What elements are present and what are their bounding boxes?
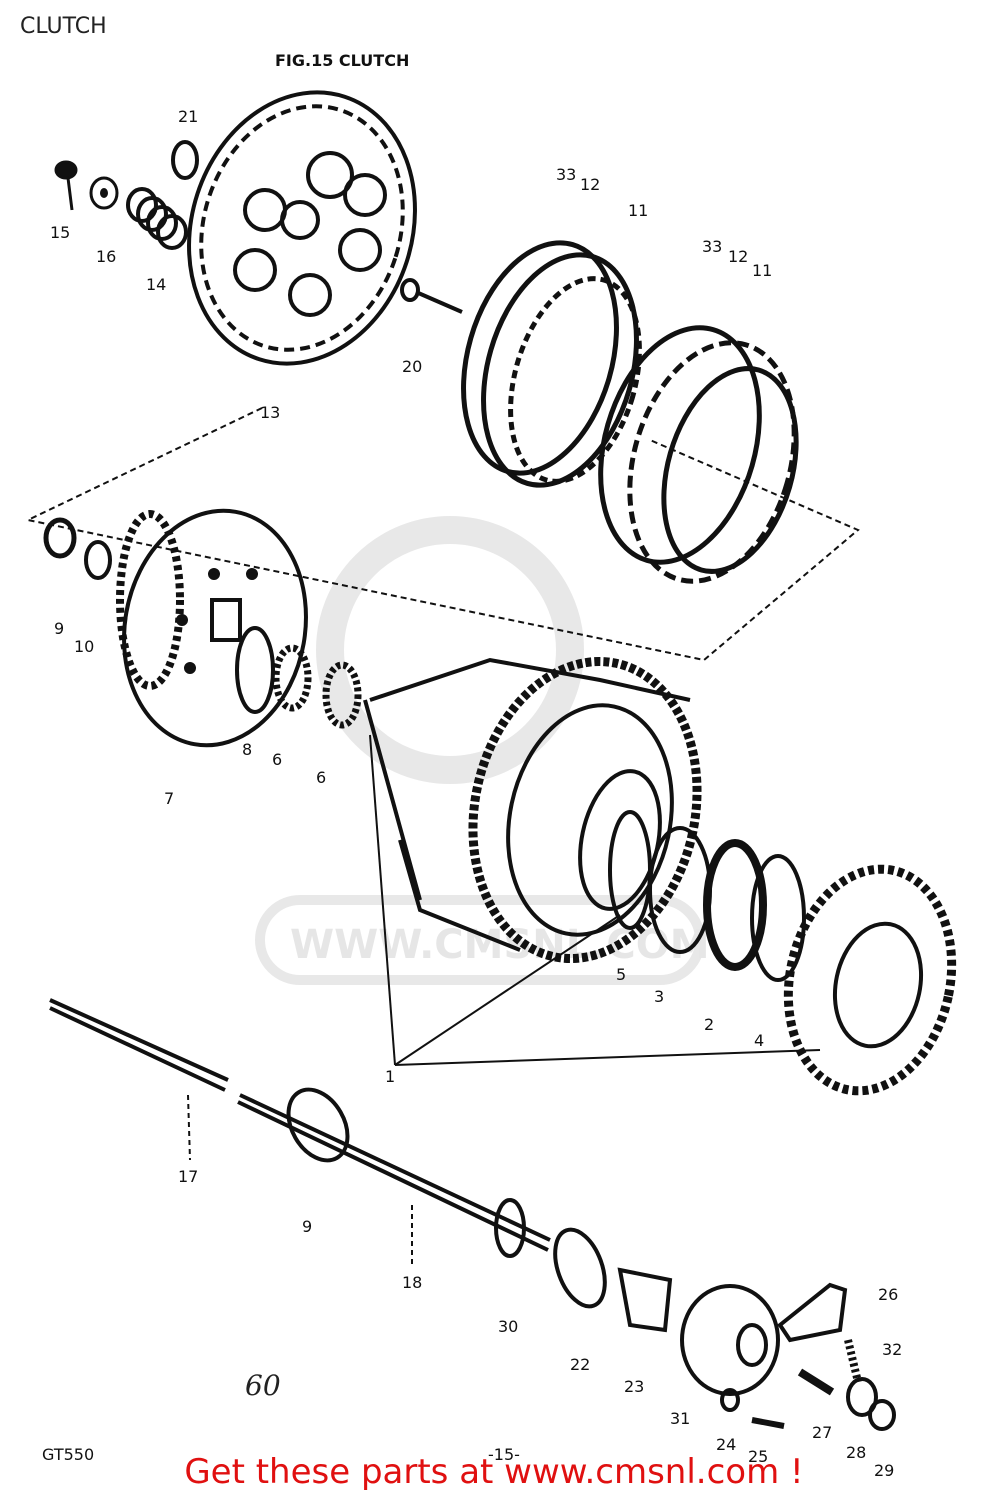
spring-14	[126, 187, 188, 250]
part-label: 20	[402, 357, 422, 376]
part-label: 3	[654, 987, 664, 1006]
clutch-plates-11-12-33	[461, 240, 799, 584]
pushrod-17	[49, 998, 229, 1092]
part-label: 4	[754, 1031, 764, 1050]
rings-5-3-2-4	[608, 810, 806, 982]
part-label: 1	[385, 1067, 395, 1086]
nut-9	[43, 517, 77, 559]
needle-bearings-6	[272, 644, 362, 729]
part-label: 26	[878, 1285, 898, 1304]
washer-10	[84, 540, 112, 580]
part-label: 14	[146, 275, 166, 294]
part-label: 18	[402, 1273, 422, 1292]
watermark-logo: WWW.CMSNL.COM	[255, 516, 710, 985]
part-label: 11	[752, 261, 772, 280]
part-label: 9	[54, 619, 64, 638]
part-label: 11	[628, 201, 648, 220]
part-label: 33	[702, 237, 722, 256]
part-label: 33	[556, 165, 576, 184]
model-code: GT550	[42, 1445, 94, 1464]
part-label: 32	[882, 1340, 902, 1359]
part-label: 10	[74, 637, 94, 656]
part-label: 12	[580, 175, 600, 194]
part-label: 21	[178, 107, 198, 126]
watermark-text: WWW.CMSNL.COM	[290, 922, 710, 968]
part-label: 30	[498, 1317, 518, 1336]
part-label: 12	[728, 247, 748, 266]
parts-link-banner[interactable]: Get these parts at www.cmsnl.com !	[184, 1452, 804, 1492]
part-labels: 21 15 16 14 13 20 33 12 11 33 12 11 9 10…	[50, 107, 902, 1480]
part-label: 31	[670, 1409, 690, 1428]
primary-driven-gear-7	[116, 508, 308, 748]
part-label: 29	[874, 1461, 894, 1480]
part-label: 27	[812, 1423, 832, 1442]
page-number: -15-	[488, 1445, 520, 1464]
part-label: 9	[302, 1217, 312, 1236]
part-label: 17	[178, 1167, 198, 1186]
nut-21	[171, 140, 199, 180]
part-label: 2	[704, 1015, 714, 1034]
part-label: 28	[846, 1443, 866, 1462]
part-label: 13	[260, 403, 280, 422]
part-label: 22	[570, 1355, 590, 1374]
part-label: 16	[96, 247, 116, 266]
page-title: CLUTCH	[20, 14, 107, 39]
part-label: 15	[50, 223, 70, 242]
handwritten-note: 60	[245, 1369, 281, 1402]
pushrod-18	[237, 1087, 551, 1258]
bolt-15	[54, 160, 78, 211]
gear-outer	[783, 864, 957, 1096]
figure-title: FIG.15 CLUTCH	[275, 51, 409, 70]
part-label: 23	[624, 1377, 644, 1396]
part-label: 8	[242, 740, 252, 759]
part-label: 6	[272, 750, 282, 769]
part-label: 24	[716, 1435, 736, 1454]
part-label: 5	[616, 965, 626, 984]
pushrod-piece-20	[400, 278, 463, 314]
thrust-washer-8	[235, 626, 275, 714]
leader-lines	[24, 407, 860, 1265]
washer-16	[89, 176, 119, 210]
release-mechanism	[553, 1227, 896, 1431]
part-label: 7	[164, 789, 174, 808]
part-label: 25	[748, 1447, 768, 1466]
pressure-plate-13	[187, 90, 417, 366]
part-label: 6	[316, 768, 326, 787]
